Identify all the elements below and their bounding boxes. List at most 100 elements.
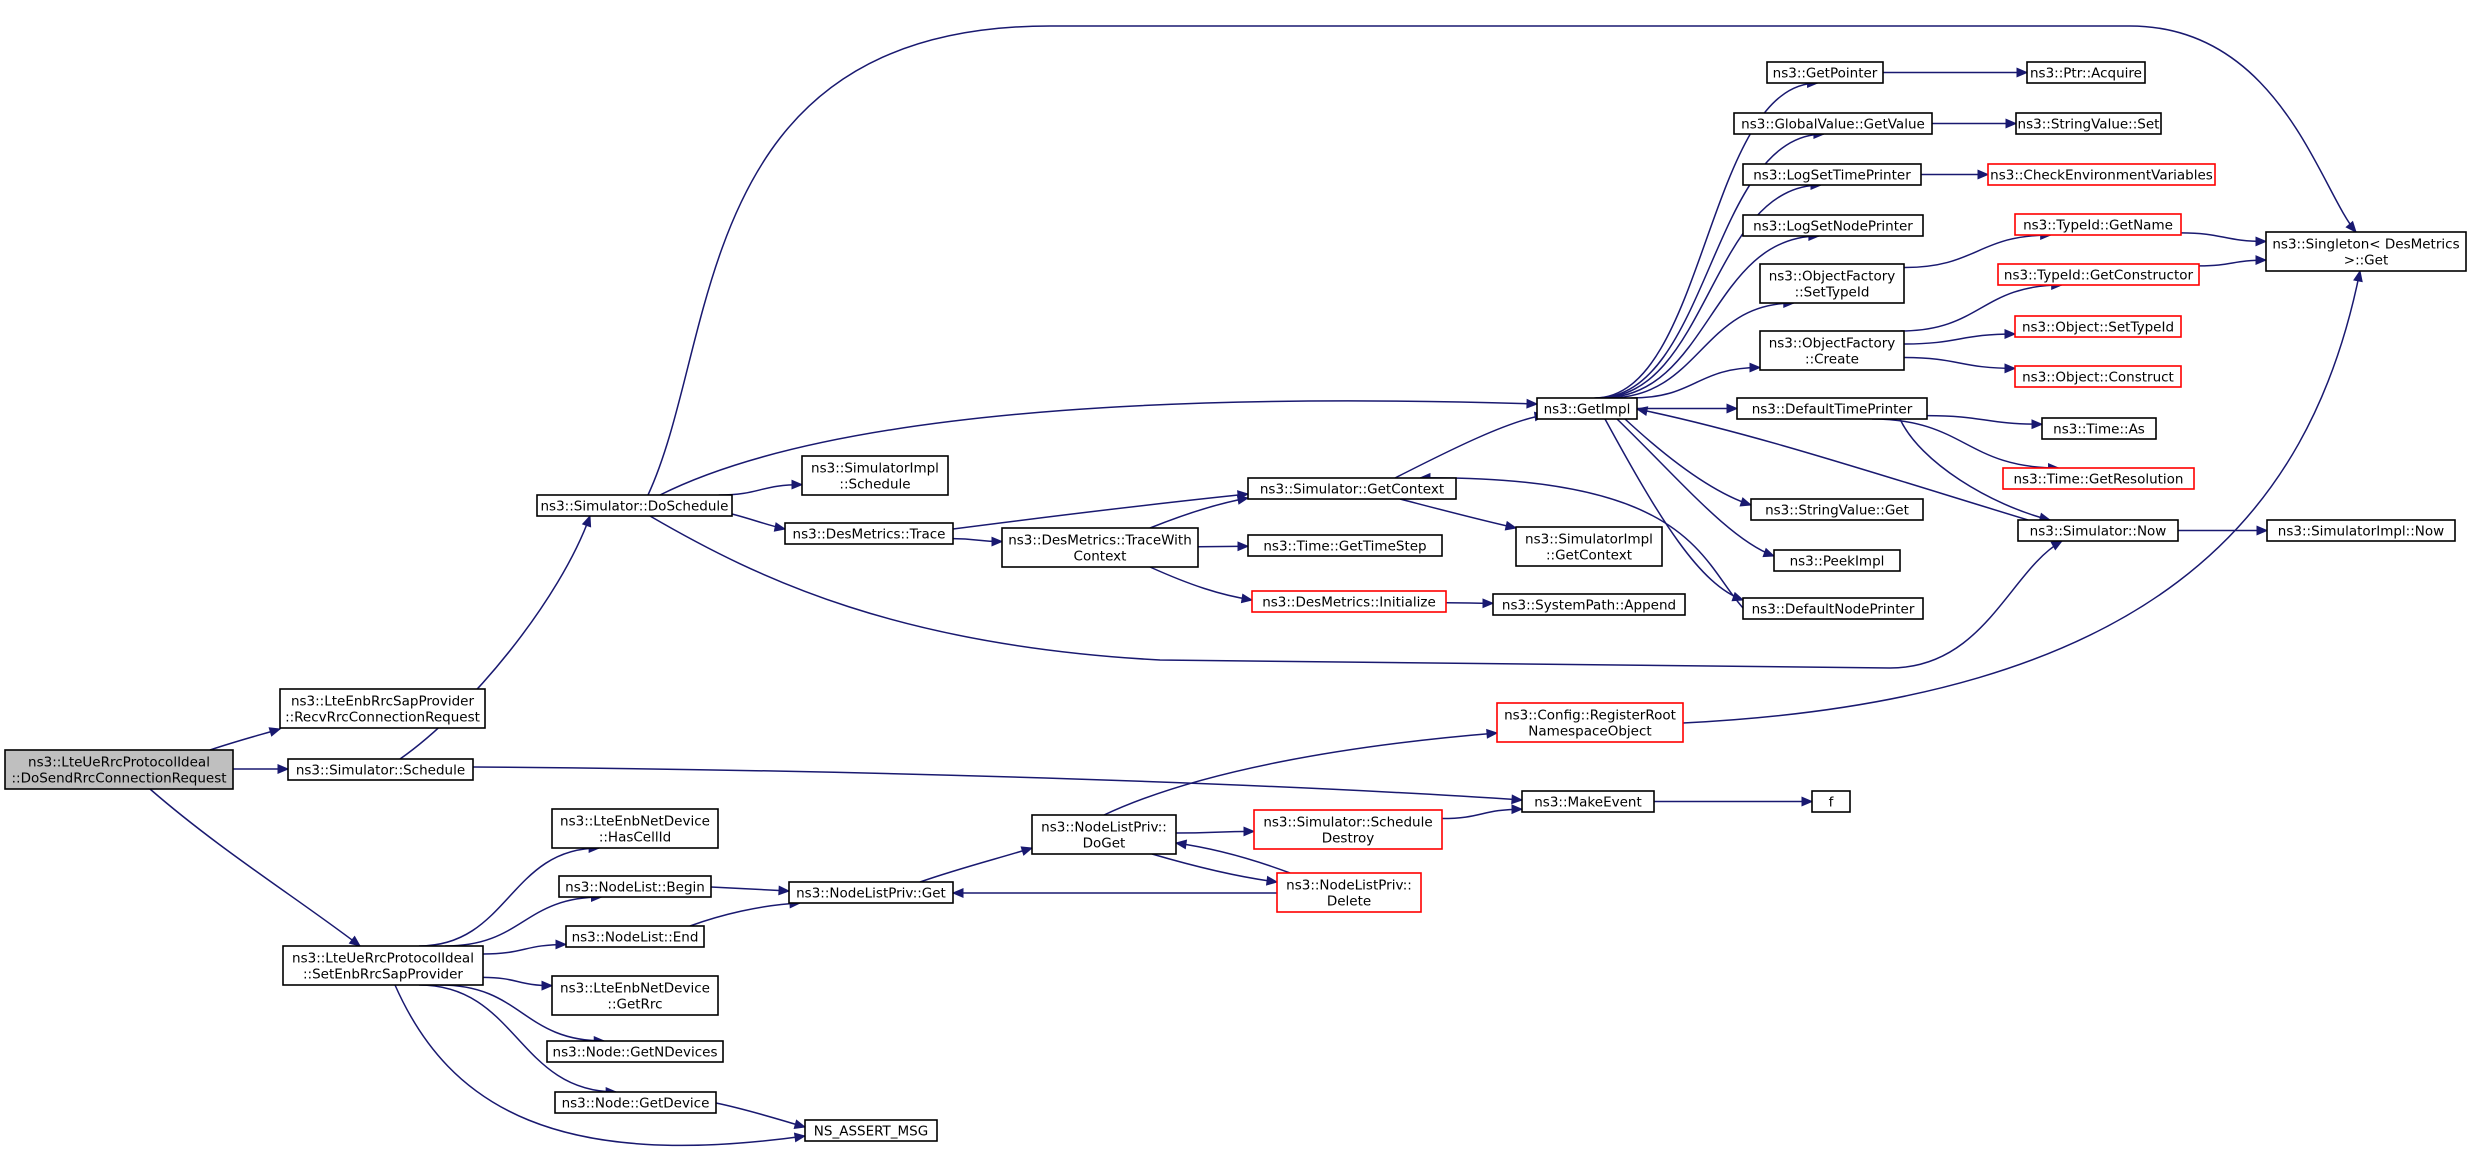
function-node-implNow[interactable]: ns3::SimulatorImpl::Now bbox=[2266, 519, 2456, 542]
call-edge-line bbox=[1903, 333, 2016, 345]
function-node-label: ns3::LteUeRrcProtocolIdeal bbox=[292, 951, 474, 967]
function-node-schedule[interactable]: ns3::Simulator::Schedule bbox=[287, 758, 474, 781]
function-node-desInit[interactable]: ns3::DesMetrics::Initialize bbox=[1251, 590, 1447, 613]
function-node-nlBegin[interactable]: ns3::NodeList::Begin bbox=[558, 875, 712, 898]
call-edge-line bbox=[1616, 418, 1775, 557]
function-node-implSchedule[interactable]: ns3::SimulatorImpl::Schedule bbox=[801, 455, 949, 496]
function-node-nlpDelete[interactable]: ns3::NodeListPriv::Delete bbox=[1276, 872, 1422, 913]
call-edge-doSchedule-to-implSchedule bbox=[718, 479, 804, 496]
function-node-typeName[interactable]: ns3::TypeId::GetName bbox=[2014, 213, 2182, 236]
function-node-nlpGet[interactable]: ns3::NodeListPriv::Get bbox=[788, 881, 954, 904]
function-node-ofCreate[interactable]: ns3::ObjectFactory::Create bbox=[1759, 330, 1905, 371]
function-node-objSetType[interactable]: ns3::Object::SetTypeId bbox=[2014, 315, 2182, 338]
arrowhead-icon bbox=[1174, 839, 1188, 850]
function-node-label: ns3::SimulatorImpl::Now bbox=[2278, 524, 2444, 540]
arrowhead-icon bbox=[2345, 220, 2357, 233]
arrowhead-icon bbox=[2050, 540, 2064, 551]
call-edge-line bbox=[659, 400, 1538, 496]
function-node-label: ns3::Time::As bbox=[2053, 422, 2145, 438]
function-node-globalGet[interactable]: ns3::GlobalValue::GetValue bbox=[1733, 112, 1933, 135]
function-node-box bbox=[1496, 702, 1684, 743]
arrowhead-icon bbox=[791, 479, 804, 490]
function-node-label: ns3::Simulator::DoSchedule bbox=[541, 499, 729, 515]
function-node-label: ns3::Node::GetNDevices bbox=[553, 1045, 718, 1061]
function-node-setEnbRrc[interactable]: ns3::LteUeRrcProtocolIdeal::SetEnbRrcSap… bbox=[282, 945, 484, 986]
call-edge-line bbox=[1900, 284, 2062, 332]
function-node-label: ns3::SimulatorImpl bbox=[811, 461, 939, 477]
function-node-makeEvent[interactable]: ns3::MakeEvent bbox=[1521, 790, 1655, 813]
function-node-label: ns3::NodeListPriv:: bbox=[1286, 878, 1412, 894]
function-node-objConstruct[interactable]: ns3::Object::Construct bbox=[2014, 365, 2182, 388]
call-edge-nlpDoGet-to-cfgRoot bbox=[1103, 728, 1499, 816]
function-node-defTime[interactable]: ns3::DefaultTimePrinter bbox=[1736, 397, 1928, 420]
call-edge-getImpl-to-logNode bbox=[1601, 231, 1821, 399]
arrowhead-icon bbox=[1726, 403, 1739, 414]
function-node-label: ::GetContext bbox=[1546, 548, 1632, 564]
function-node-defNode[interactable]: ns3::DefaultNodePrinter bbox=[1742, 597, 1924, 620]
function-node-ptrAcquire[interactable]: ns3::Ptr::Acquire bbox=[2026, 61, 2146, 84]
call-edge-setEnbRrc-to-assert bbox=[394, 984, 807, 1147]
function-node-f[interactable]: f bbox=[1811, 790, 1851, 813]
function-node-box bbox=[2265, 231, 2467, 272]
function-node-assert[interactable]: NS_ASSERT_MSG bbox=[804, 1119, 938, 1142]
function-node-label: ns3::Simulator::Now bbox=[2030, 524, 2167, 540]
function-node-implGetContext[interactable]: ns3::SimulatorImpl::GetContext bbox=[1515, 526, 1663, 567]
arrowhead-icon bbox=[581, 514, 592, 528]
function-node-label: ns3::LteEnbNetDevice bbox=[560, 814, 710, 830]
function-node-nlEnd[interactable]: ns3::NodeList::End bbox=[565, 925, 705, 948]
function-node-label: ns3::Simulator::Schedule bbox=[296, 763, 465, 779]
function-node-doSchedule[interactable]: ns3::Simulator::DoSchedule bbox=[536, 494, 733, 517]
call-edge-root-to-setEnbRrc bbox=[149, 788, 362, 947]
call-edge-root-to-schedule bbox=[233, 764, 290, 774]
function-node-logNode[interactable]: ns3::LogSetNodePrinter bbox=[1742, 214, 1924, 237]
function-node-label: ::RecvRrcConnectionRequest bbox=[285, 710, 480, 726]
function-node-getNDev[interactable]: ns3::Node::GetNDevices bbox=[546, 1040, 724, 1063]
function-node-getImpl[interactable]: ns3::GetImpl bbox=[1536, 397, 1638, 420]
call-edge-line bbox=[1594, 82, 1818, 399]
function-node-box bbox=[546, 1040, 724, 1063]
function-node-box bbox=[784, 522, 954, 545]
function-node-strGet[interactable]: ns3::StringValue::Get bbox=[1750, 498, 1924, 521]
function-node-singleton[interactable]: ns3::Singleton< DesMetrics >::Get bbox=[2265, 231, 2467, 272]
function-node-timeRes[interactable]: ns3::Time::GetResolution bbox=[2002, 467, 2195, 490]
function-node-typeCtor[interactable]: ns3::TypeId::GetConstructor bbox=[1997, 263, 2200, 286]
function-node-label: Delete bbox=[1327, 894, 1371, 910]
call-edge-schedule-to-doSchedule bbox=[399, 514, 592, 760]
function-node-label: NS_ASSERT_MSG bbox=[814, 1124, 928, 1140]
call-edge-schedDestroy-to-makeEvent bbox=[1441, 804, 1524, 820]
function-node-timeAs[interactable]: ns3::Time::As bbox=[2041, 417, 2157, 440]
function-node-getTimeStep[interactable]: ns3::Time::GetTimeStep bbox=[1247, 534, 1443, 557]
call-edge-doSchedule-to-singleton bbox=[647, 25, 2357, 496]
function-node-ofSetType[interactable]: ns3::ObjectFactory::SetTypeId bbox=[1759, 263, 1905, 304]
function-node-label: ::Schedule bbox=[839, 477, 910, 493]
arrowhead-icon bbox=[1511, 794, 1524, 805]
function-node-getRrc[interactable]: ns3::LteEnbNetDevice::GetRrc bbox=[551, 975, 719, 1016]
function-node-nlpDoGet[interactable]: ns3::NodeListPriv::DoGet bbox=[1031, 814, 1177, 855]
call-edge-nlBegin-to-nlpGet bbox=[710, 885, 791, 896]
function-node-strSet[interactable]: ns3::StringValue::Set bbox=[2015, 112, 2162, 135]
arrowhead-icon bbox=[1749, 362, 1762, 373]
function-node-getContext[interactable]: ns3::Simulator::GetContext bbox=[1247, 477, 1457, 500]
function-node-label: ns3::Singleton< DesMetrics bbox=[2272, 237, 2459, 253]
function-node-label: ::SetEnbRrcSapProvider bbox=[303, 967, 463, 983]
arrowhead-icon bbox=[1237, 541, 1250, 552]
function-node-hasCell[interactable]: ns3::LteEnbNetDevice::HasCellId bbox=[551, 808, 719, 849]
function-node-simNow[interactable]: ns3::Simulator::Now bbox=[2017, 519, 2179, 542]
call-edge-defTime-to-timeRes bbox=[1871, 418, 2060, 473]
function-node-getPointer[interactable]: ns3::GetPointer bbox=[1766, 61, 1884, 84]
function-node-getDev[interactable]: ns3::Node::GetDevice bbox=[554, 1091, 717, 1114]
function-node-logTime[interactable]: ns3::LogSetTimePrinter bbox=[1742, 163, 1922, 186]
call-edge-line bbox=[1151, 853, 1278, 883]
call-edge-line bbox=[2180, 232, 2267, 243]
function-node-sysAppend[interactable]: ns3::SystemPath::Append bbox=[1492, 593, 1686, 616]
function-node-box bbox=[1759, 330, 1905, 371]
function-node-desTrace[interactable]: ns3::DesMetrics::Trace bbox=[784, 522, 954, 545]
call-edge-line bbox=[1596, 133, 1824, 399]
function-node-checkEnv[interactable]: ns3::CheckEnvironmentVariables bbox=[1987, 163, 2216, 186]
function-node-label: ns3::GetPointer bbox=[1773, 66, 1878, 82]
function-node-recvRrc[interactable]: ns3::LteEnbRrcSapProvider::RecvRrcConnec… bbox=[279, 688, 486, 729]
function-node-peekImpl[interactable]: ns3::PeekImpl bbox=[1773, 549, 1901, 572]
